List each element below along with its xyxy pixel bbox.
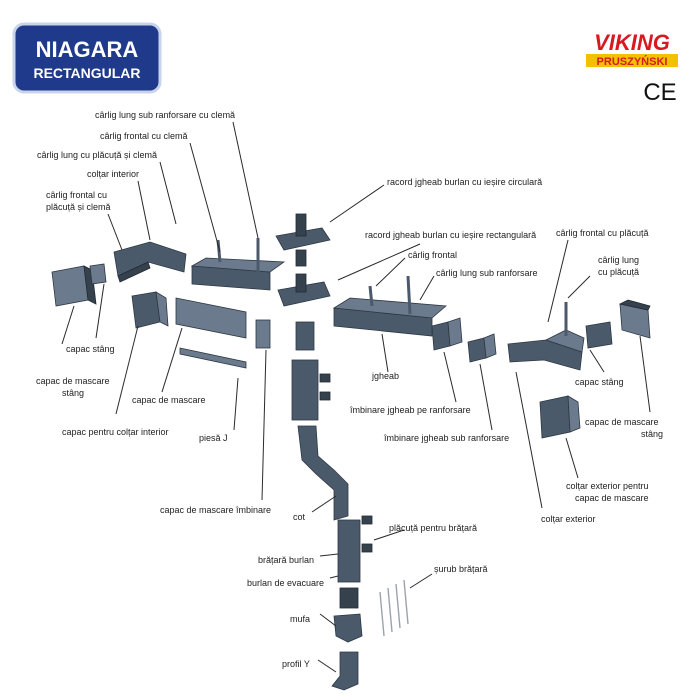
label-capac-mascare-stang-left-line2: stâng (62, 388, 84, 398)
label-racord-rectangulara: racord jgheab burlan cu ieșire rectangul… (365, 230, 536, 240)
label-capac-stang-left: capac stâng (66, 344, 115, 354)
badge-title: NIAGARA (36, 37, 139, 62)
label-carlig-lung-placuta-clema: cârlig lung cu plăcuță și clemă (37, 150, 157, 160)
left-end-cap (89, 263, 107, 285)
label-coltar-interior: colțar interior (87, 169, 139, 179)
label-carlig-frontal-clema: cârlig frontal cu clemă (100, 131, 188, 141)
label-coltar-exterior-mascare-line1: colțar exterior pentru (566, 481, 649, 491)
screws (379, 579, 409, 637)
badge-subtitle: RECTANGULAR (33, 65, 140, 81)
niagara-badge: NIAGARA RECTANGULAR (12, 22, 162, 94)
mask-joint-cover (255, 319, 271, 349)
label-carlig-lung-placuta-line2: cu plăcuță (598, 267, 639, 277)
gutter-left (190, 238, 286, 291)
label-cot: cot (293, 512, 306, 522)
labels: cârlig lung sub ranforsare cu clemă cârl… (36, 110, 663, 669)
outlet-circular (275, 213, 331, 267)
outlet-rectangular (277, 273, 331, 307)
label-carlig-frontal: cârlig frontal (408, 250, 457, 260)
label-imbinare-sub-ranforsare: îmbinare jgheab sub ranforsare (383, 433, 509, 443)
gutter-right (332, 275, 447, 337)
maker-subname: PRUSZYŃSKI (597, 55, 668, 68)
label-surub-bratara: șurub brățară (434, 564, 488, 574)
interior-corner (113, 241, 187, 283)
label-carlig-lung-placuta-line1: cârlig lung (598, 255, 639, 265)
label-carlig-lung-sub-ranforsare: cârlig lung sub ranforsare (436, 268, 538, 278)
mask-panel (175, 297, 247, 339)
label-carlig-frontal-placuta: cârlig frontal cu plăcuță (556, 228, 649, 238)
label-capac-mascare-stang-right-line2: stâng (641, 429, 663, 439)
label-capac-coltar-interior: capac pentru colțar interior (62, 427, 169, 437)
exterior-corner (507, 302, 585, 371)
gutter-joint-under (467, 333, 497, 363)
mask-exterior-corner (539, 395, 581, 439)
right-end-cap-mask (618, 299, 651, 339)
maker-name: VIKING (594, 30, 670, 55)
label-bratara-burlan: brățară burlan (258, 555, 314, 565)
label-capac-mascare-stang-right-line1: capac de mascare (585, 417, 659, 427)
label-mufa: mufa (290, 614, 310, 624)
label-capac-mascare-imbinare: capac de mascare îmbinare (160, 505, 271, 515)
left-end-cap-mask (51, 265, 97, 307)
label-coltar-exterior-mascare-line2: capac de mascare (575, 493, 649, 503)
label-carlig-frontal-placuta-clema-line2: plăcuță și clemă (46, 202, 111, 212)
ce-mark: CE (643, 79, 676, 106)
leader-lines (61, 121, 651, 673)
label-capac-mascare: capac de mascare (132, 395, 206, 405)
label-piesa-j: piesă J (199, 433, 228, 443)
label-capac-mascare-stang-left-line1: capac de mascare (36, 376, 110, 386)
downpipe-column (291, 321, 373, 691)
label-placuta-bratara: plăcuță pentru brățară (389, 523, 477, 533)
label-profil-y: profil Y (282, 659, 310, 669)
label-capac-stang-right: capac stâng (575, 377, 624, 387)
viking-logo: VIKING PRUSZYŃSKI (586, 30, 678, 68)
mask-interior-cover (131, 291, 169, 329)
label-imbinare-pe-ranforsare: îmbinare jgheab pe ranforsare (349, 405, 471, 415)
label-carlig-frontal-placuta-clema-line1: cârlig frontal cu (46, 190, 107, 200)
label-burlan-evacuare: burlan de evacuare (247, 578, 324, 588)
right-end-cap (585, 321, 613, 349)
maker-stripe (586, 54, 678, 67)
label-jgheab: jgheab (371, 371, 399, 381)
label-racord-circulara: racord jgheab burlan cu ieșire circulară (387, 177, 542, 187)
badge-background (12, 22, 162, 94)
label-coltar-exterior: colțar exterior (541, 514, 596, 524)
j-piece (179, 347, 247, 369)
gutter-joint-over (431, 317, 463, 351)
label-carlig-lung-sub-ranforsare-clema: cârlig lung sub ranforsare cu clemă (95, 110, 235, 120)
